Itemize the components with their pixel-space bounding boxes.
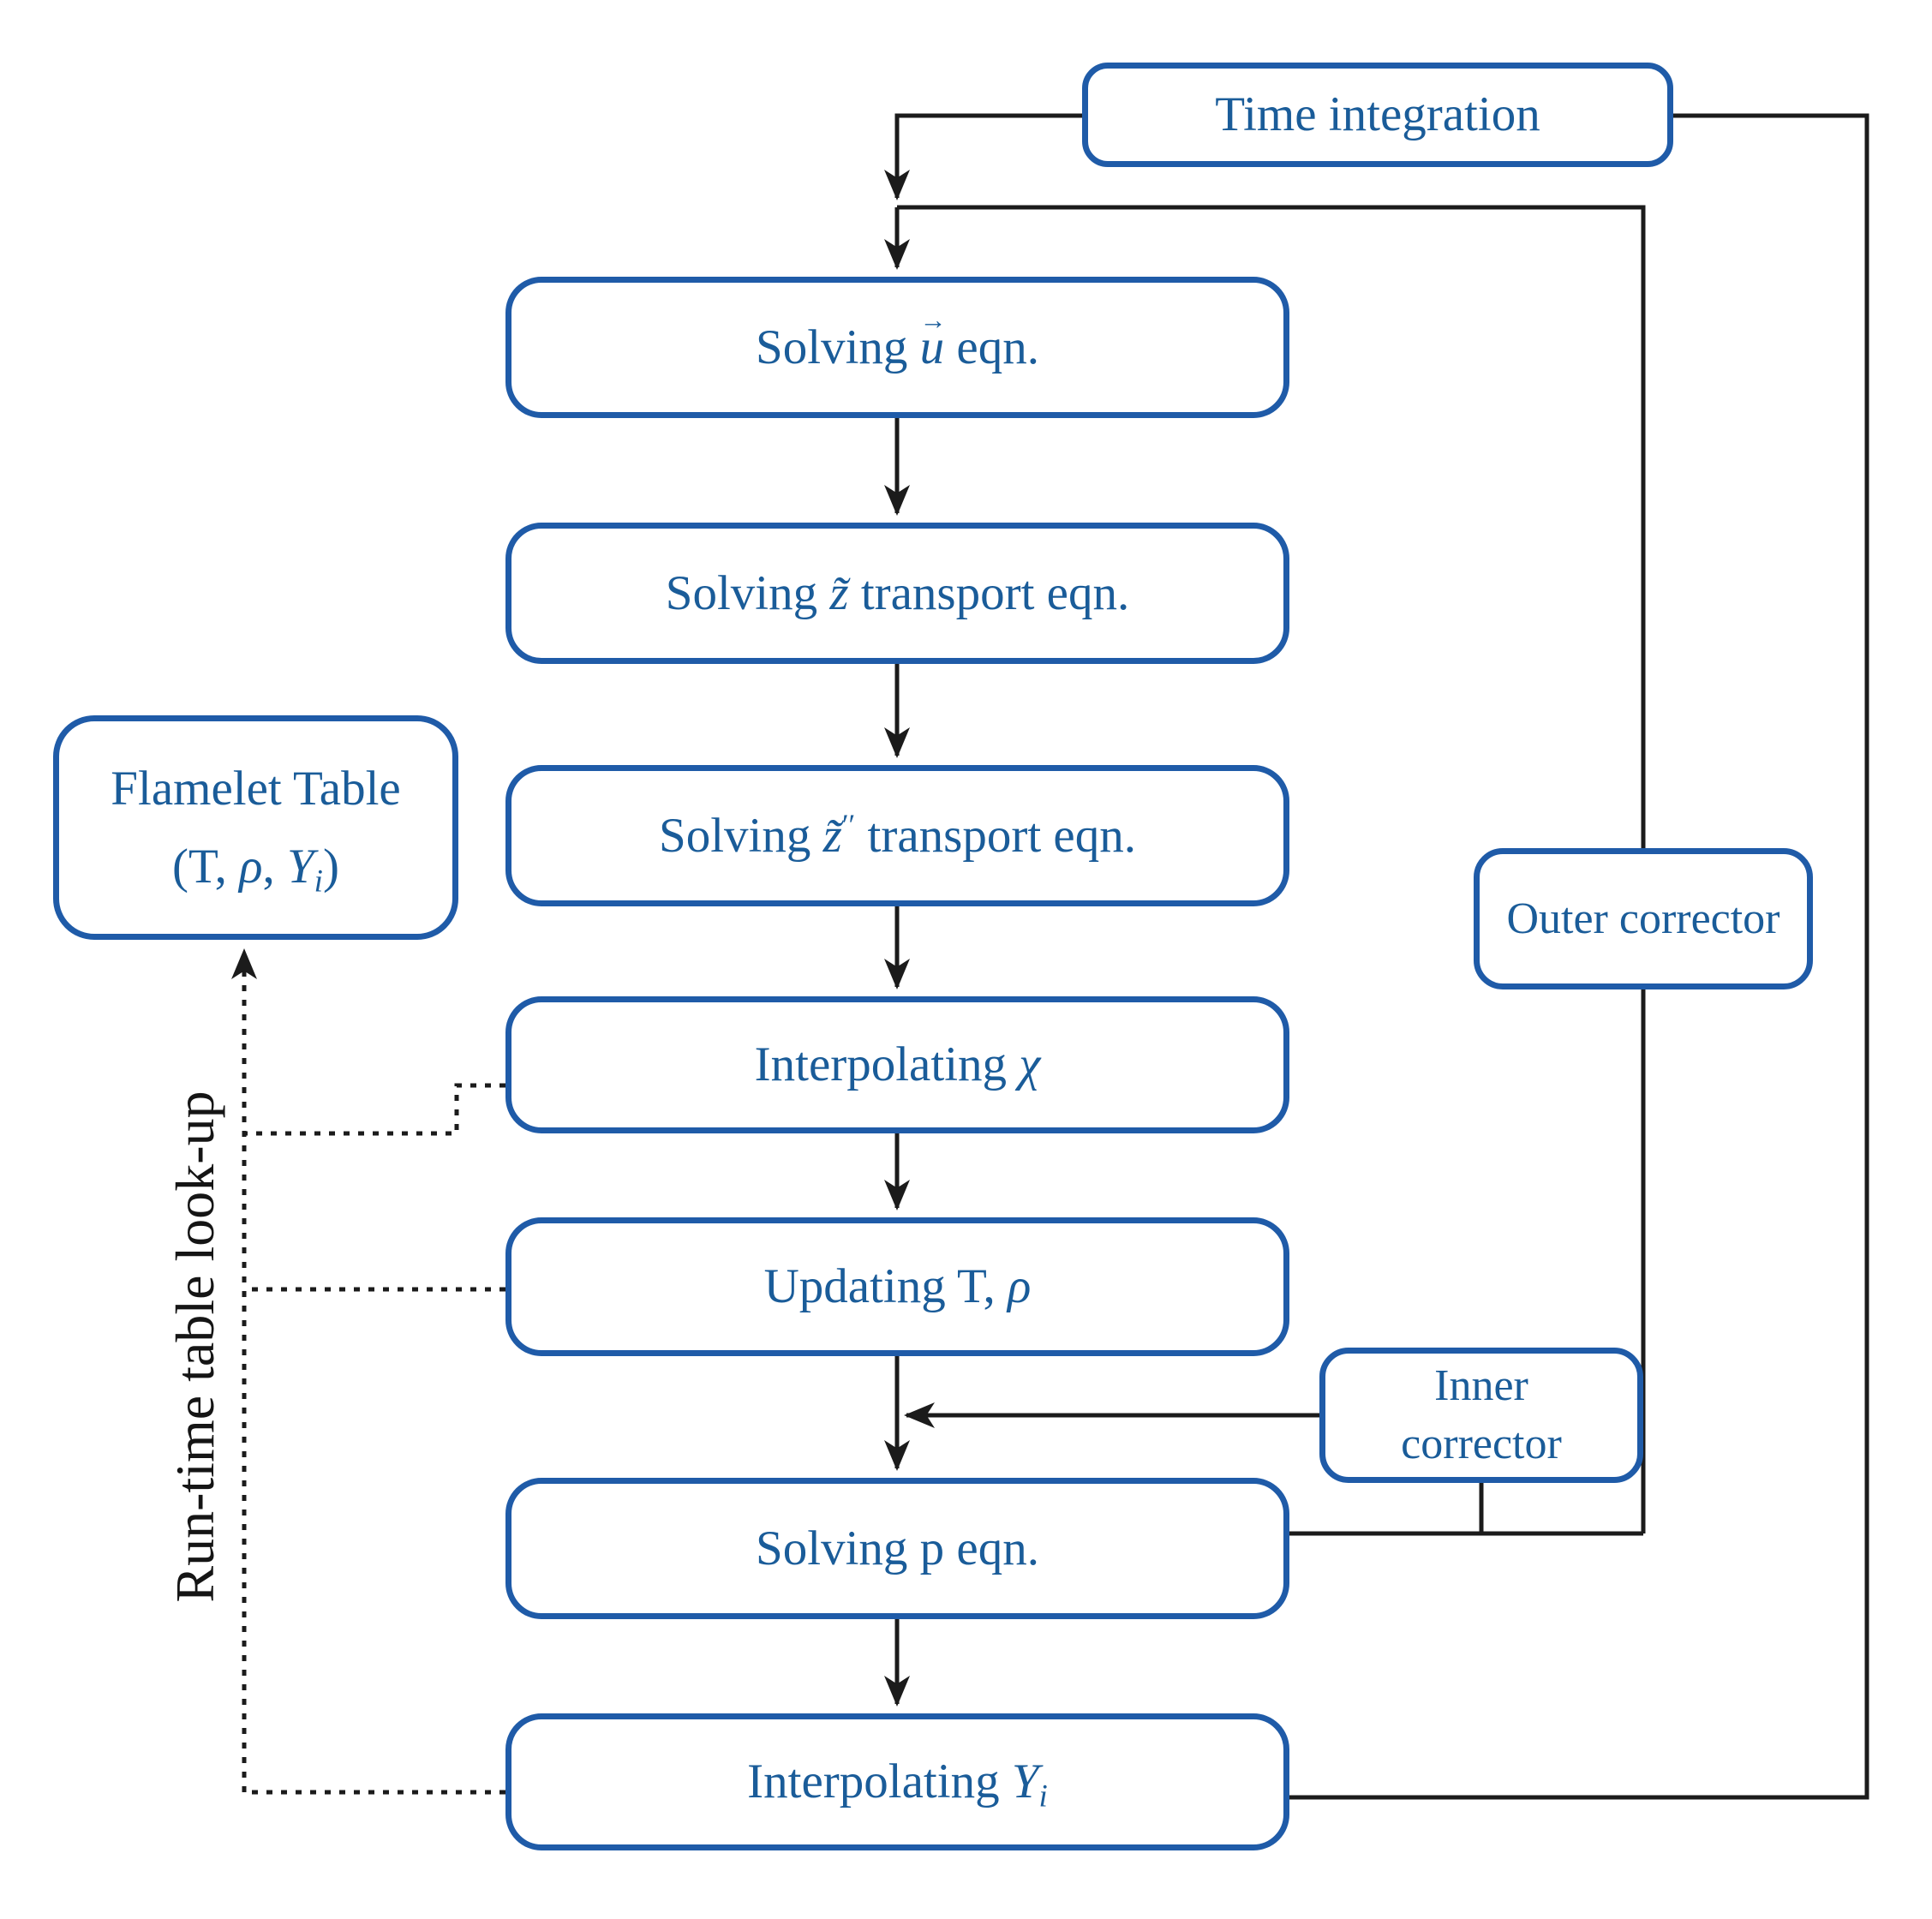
box-flamelet-table-line1: Flamelet Table [111, 761, 401, 816]
edge-lookup-chi [244, 1083, 505, 1136]
box-solving-z-label: Solving z̃ transport eqn. [665, 565, 1130, 620]
box-solving-u-label: Solving u→ eqn. [756, 305, 1039, 374]
box-updating-t-rho: Updating T, ρ [505, 1217, 1289, 1356]
box-inner-corrector-line2: corrector [1401, 1420, 1562, 1468]
box-solving-p: Solving p eqn. [505, 1478, 1289, 1619]
edge-timeint-to-loopline [884, 113, 1082, 200]
box-interpolating-yi-label: Interpolating Yi [747, 1755, 1048, 1814]
box-inner-corrector-line1: Inner [1434, 1361, 1528, 1411]
box-solving-z: Solving z̃ transport eqn. [505, 523, 1289, 664]
box-interpolating-chi: Interpolating χ [505, 996, 1289, 1133]
box-solving-u: Solving u→ eqn. [505, 277, 1289, 418]
box-solving-z-variance-label: Solving z̃′′ transport eqn. [659, 808, 1136, 863]
box-updating-t-rho-label: Updating T, ρ [763, 1259, 1032, 1314]
box-interpolating-yi: Interpolating Yi [505, 1713, 1289, 1850]
box-outer-corrector: Outer corrector [1474, 848, 1813, 989]
edge-time-loop [1289, 113, 1869, 1800]
box-solving-z-variance: Solving z̃′′ transport eqn. [505, 765, 1289, 906]
box-interpolating-chi-label: Interpolating χ [754, 1037, 1041, 1092]
runtime-lookup-label: Run-time table look-up [164, 1091, 225, 1603]
box-flamelet-table-line2: (T, ρ, Yi) [172, 840, 339, 900]
box-outer-corrector-label: Outer corrector [1506, 894, 1780, 943]
box-time-integration: Time integration [1082, 63, 1673, 167]
box-inner-corrector: Inner corrector [1319, 1348, 1643, 1483]
box-flamelet-table: Flamelet Table (T, ρ, Yi) [53, 715, 458, 940]
edge-outer-corrector-loop [897, 205, 1646, 1533]
box-time-integration-label: Time integration [1215, 87, 1540, 142]
box-solving-p-label: Solving p eqn. [756, 1521, 1039, 1575]
